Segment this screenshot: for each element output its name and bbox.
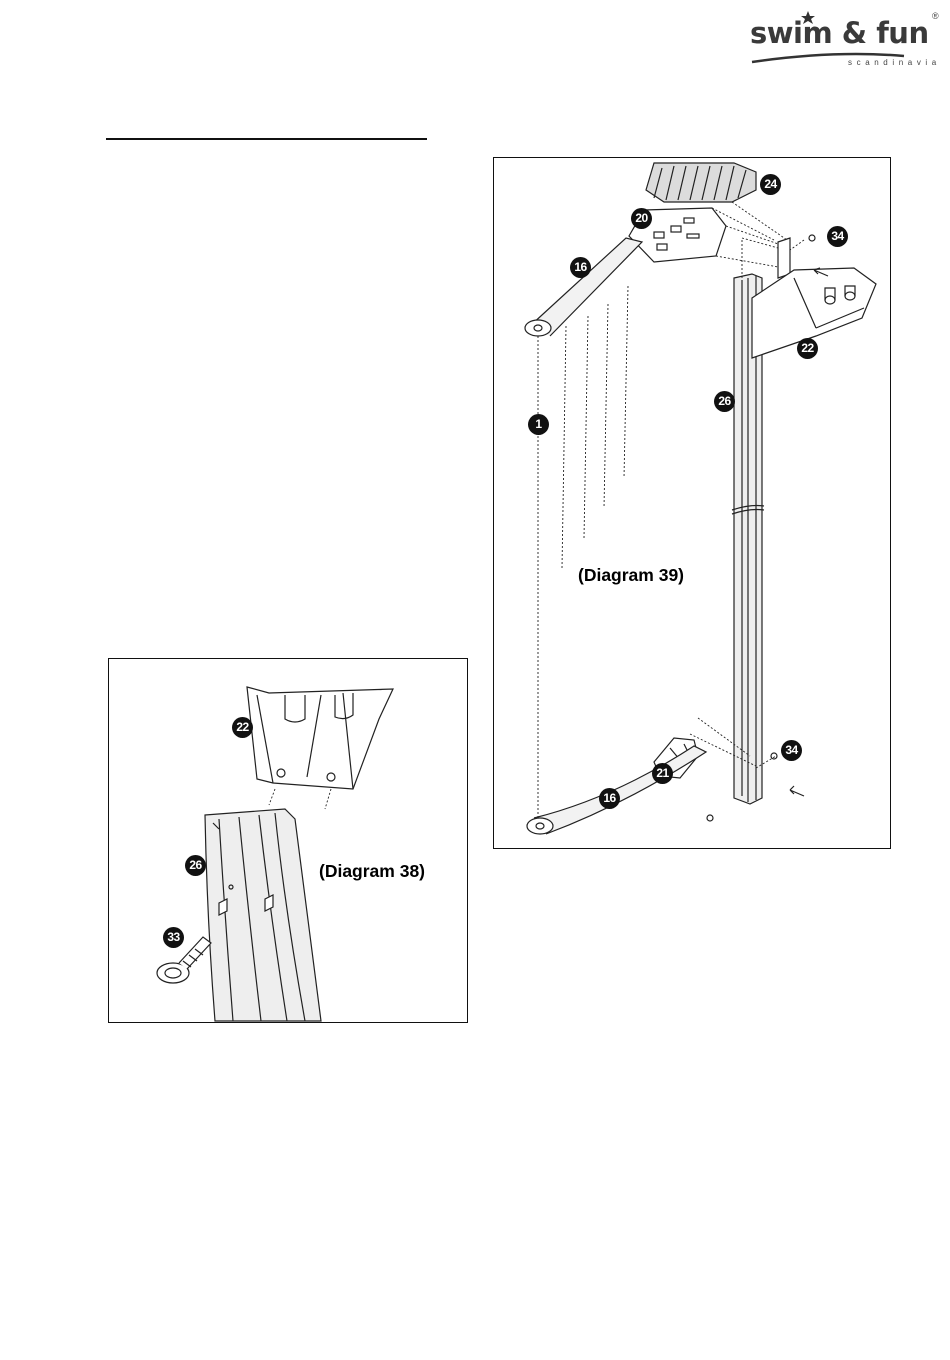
logo-subtitle: scandinavia: [848, 58, 941, 67]
callout-34-top: 34: [827, 226, 848, 247]
callout-22: 22: [797, 338, 818, 359]
callout-26: 26: [714, 391, 735, 412]
heading-rule: [106, 138, 427, 140]
callout-22: 22: [232, 717, 253, 738]
diagram-38-panel: 22 26 33 (Diagram 38): [108, 658, 468, 1023]
callout-26: 26: [185, 855, 206, 876]
diagram-38-caption: (Diagram 38): [319, 861, 425, 882]
diagram-39-illustration: [494, 158, 892, 850]
callout-1: 1: [528, 414, 549, 435]
callout-33: 33: [163, 927, 184, 948]
callout-16-top: 16: [570, 257, 591, 278]
brand-logo: swim & fun ® scandinavia: [744, 6, 944, 72]
callout-16-bottom: 16: [599, 788, 620, 809]
logo-registered-mark: ®: [932, 11, 939, 21]
diagram-39-caption: (Diagram 39): [578, 565, 684, 586]
callout-34-bottom: 34: [781, 740, 802, 761]
callout-20: 20: [631, 208, 652, 229]
callout-21: 21: [652, 763, 673, 784]
logo-text: swim & fun: [750, 16, 929, 50]
callout-24: 24: [760, 174, 781, 195]
diagram-39-panel: 24 20 34 16 22 26 1 34 21 16 (Diagram 39…: [493, 157, 891, 849]
diagram-38-illustration: [109, 659, 469, 1024]
